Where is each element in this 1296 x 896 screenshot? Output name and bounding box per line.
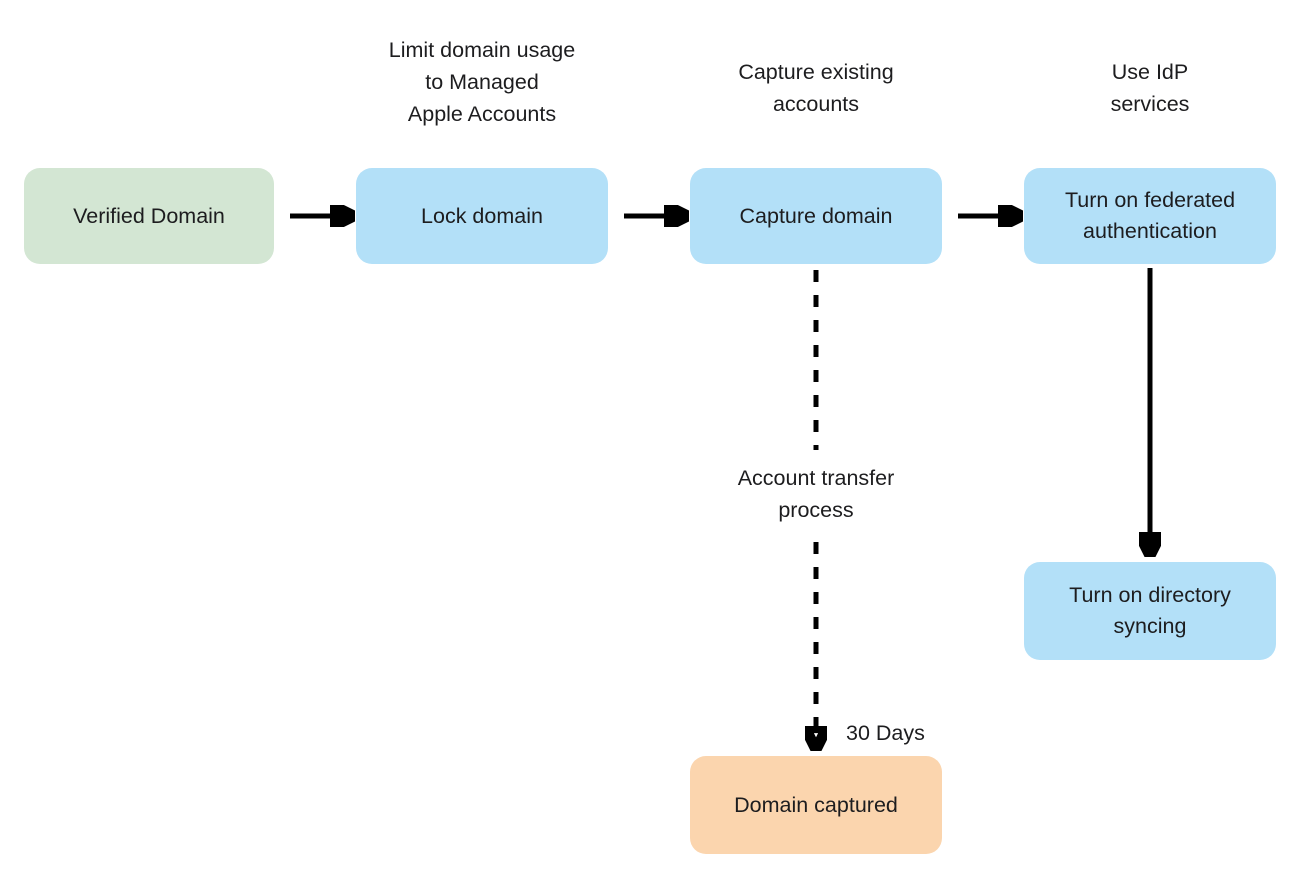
annotation-30-days: 30 Days	[846, 721, 925, 745]
annotation-account-transfer-process: Account transfer process	[737, 466, 895, 522]
node-lock-domain: Lock domain	[356, 168, 608, 264]
annotation-use-idp-services: Use IdP services	[1110, 60, 1190, 116]
node-verified-domain: Verified Domain	[24, 168, 274, 264]
node-turn-on-federated-authentication: Turn on federated authentication	[1024, 168, 1276, 264]
node-turn-on-directory-syncing: Turn on directory syncing	[1024, 562, 1276, 660]
node-domain-captured: Domain captured	[690, 756, 942, 854]
annotation-capture-existing-accounts: Capture existing accounts	[738, 60, 894, 116]
annotation-limit-domain-usage: Limit domain usage to Managed Apple Acco…	[388, 38, 576, 126]
node-capture-domain: Capture domain	[690, 168, 942, 264]
